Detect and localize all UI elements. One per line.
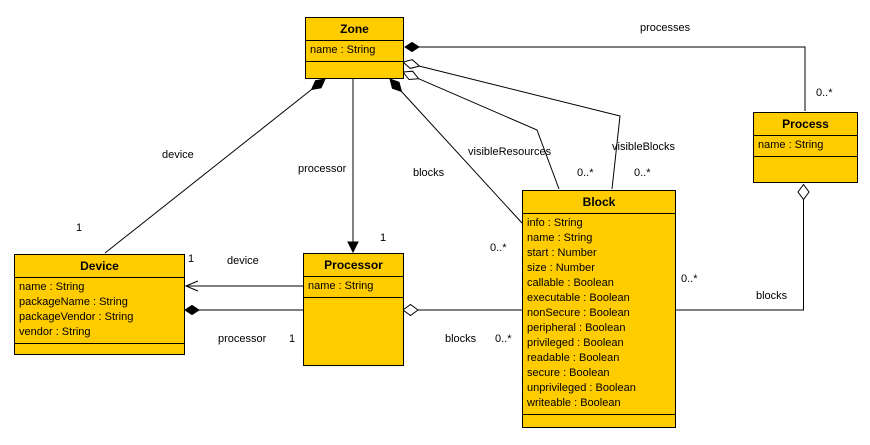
class-processor[interactable]: Processor name : String (303, 253, 404, 366)
attribute: readable : Boolean (527, 352, 620, 364)
multiplicity-processor-block: 0..* (495, 333, 512, 345)
edge-zone-process (404, 41, 806, 111)
edge-processor-block (402, 303, 522, 317)
class-zone[interactable]: Zone name : String (305, 17, 404, 79)
edge-zone-device (104, 78, 326, 254)
attribute: peripheral : Boolean (527, 322, 626, 334)
attribute: packageVendor : String (19, 311, 134, 323)
multiplicity-zone-processor: 1 (380, 232, 387, 244)
attribute: nonSecure : Boolean (527, 307, 630, 319)
class-operations-empty (15, 344, 184, 354)
class-operations-empty (306, 62, 403, 78)
class-process[interactable]: Process name : String (753, 112, 858, 183)
attribute: name : String (527, 232, 593, 244)
composition-diamond-icon (389, 78, 403, 93)
composition-diamond-icon (184, 304, 200, 316)
multiplicity-device-processor: 1 (289, 333, 296, 345)
edge-line (401, 91, 523, 224)
aggregation-diamond-icon (401, 59, 421, 69)
class-attributes: name : String packageName : String package… (15, 278, 184, 344)
class-title: Device (15, 255, 184, 278)
edge-label-processor-device: device (227, 255, 259, 267)
multiplicity-process-block: 0..* (681, 273, 698, 285)
edge-zone-block-visible-resources (402, 70, 560, 190)
edge-device-processor (184, 304, 303, 316)
edge-zone-block (389, 78, 523, 224)
edge-zone-processor (347, 79, 359, 254)
composition-diamond-icon (310, 78, 326, 91)
edge-line (676, 199, 804, 311)
class-title: Processor (304, 254, 403, 277)
attribute: name : String (19, 281, 85, 293)
attribute: name : String (308, 280, 374, 292)
attribute: info : String (527, 217, 583, 229)
class-title: Process (754, 113, 857, 136)
multiplicity-zone-device: 1 (76, 222, 83, 234)
edge-label-processor-block: blocks (445, 333, 477, 345)
attribute: packageName : String (19, 296, 128, 308)
edge-label-device-processor: processor (218, 333, 267, 345)
edge-label-process-block: blocks (756, 290, 788, 302)
edge-line (419, 46, 806, 111)
edge-label-zone-block: blocks (413, 167, 445, 179)
attribute: executable : Boolean (527, 292, 630, 304)
attribute: vendor : String (19, 326, 91, 338)
attribute: writeable : Boolean (527, 397, 621, 409)
edge-label-processes: processes (640, 22, 691, 34)
attribute: name : String (310, 44, 376, 56)
edge-label-visible-resources: visibleResources (468, 146, 552, 158)
aggregation-diamond-icon (402, 303, 419, 317)
attribute: unprivileged : Boolean (527, 382, 636, 394)
class-title: Block (523, 191, 675, 214)
attribute: secure : Boolean (527, 367, 610, 379)
class-title: Zone (306, 18, 403, 41)
composition-diamond-icon (404, 41, 420, 53)
edge-zone-block-visible-blocks (401, 59, 621, 190)
class-attributes: name : String (754, 136, 857, 157)
class-attributes: name : String (304, 277, 403, 298)
attribute: name : String (758, 139, 824, 151)
edge-line (419, 65, 621, 190)
edge-processor-device (184, 280, 303, 292)
multiplicity-visible-blocks: 0..* (634, 167, 651, 179)
class-operations-empty (754, 157, 857, 182)
edge-line (104, 89, 312, 254)
multiplicity-visible-resources: 0..* (577, 167, 594, 179)
arrowhead-icon (347, 241, 359, 254)
class-device[interactable]: Device name : String packageName : String… (14, 254, 185, 355)
edge-label-zone-processor: processor (298, 163, 347, 175)
multiplicity-zone-block: 0..* (490, 242, 507, 254)
class-block[interactable]: Block info : String name : String start : … (522, 190, 676, 428)
edge-process-block (676, 183, 810, 311)
attribute: size : Number (527, 262, 595, 274)
edge-label-zone-device: device (162, 149, 194, 161)
attribute: start : Number (527, 247, 597, 259)
aggregation-diamond-icon (797, 183, 810, 201)
class-operations-empty (523, 415, 675, 427)
edge-line (418, 78, 560, 190)
edge-label-visible-blocks: visibleBlocks (612, 141, 675, 153)
class-attributes: info : String name : String start : Number… (523, 214, 675, 415)
class-operations-empty (304, 298, 403, 365)
multiplicity-processor-device: 1 (188, 253, 195, 265)
aggregation-diamond-icon (402, 70, 420, 81)
class-attributes: name : String (306, 41, 403, 62)
attribute: callable : Boolean (527, 277, 614, 289)
multiplicity-processes: 0..* (816, 87, 833, 99)
attribute: privileged : Boolean (527, 337, 624, 349)
open-arrowhead-icon (184, 280, 199, 292)
